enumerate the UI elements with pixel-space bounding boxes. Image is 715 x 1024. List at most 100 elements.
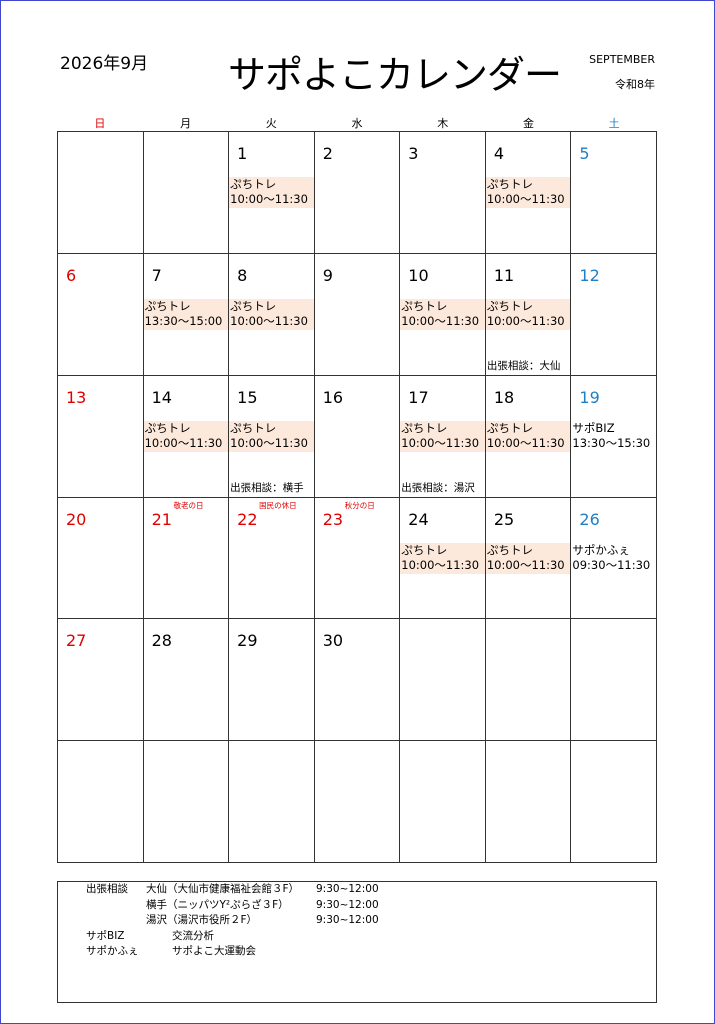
- event-name: ぷちトレ: [401, 542, 448, 557]
- legend-biz-desc: 交流分析: [172, 929, 214, 942]
- day-number: 3: [408, 144, 419, 163]
- day-number: 4: [493, 144, 505, 163]
- day-number: 5: [579, 144, 590, 163]
- trip-consultation-note: 出張相談：大仙: [486, 359, 561, 372]
- day-cell: 12: [571, 253, 657, 376]
- event-time: 10:00～11:30: [144, 435, 223, 450]
- day-number: 14: [151, 387, 172, 407]
- day-cell: 29: [229, 619, 315, 742]
- event-name: ぷちトレ: [486, 542, 533, 557]
- weekday-thu: 木: [437, 117, 449, 130]
- day-number: 27: [66, 631, 87, 651]
- day-number: 23: [322, 509, 344, 529]
- day-cell: [58, 132, 144, 254]
- day-number: 28: [151, 631, 172, 651]
- weekday-header: 日 月 火 水 木 金 土: [57, 115, 657, 130]
- event-name: サポBIZ: [572, 420, 615, 435]
- day-cell: 20: [58, 497, 144, 620]
- event-time: 10:00～11:30: [486, 313, 565, 328]
- event-name: ぷちトレ: [486, 177, 533, 191]
- event-name: ぷちトレ: [486, 420, 533, 435]
- day-number: 9: [322, 265, 333, 285]
- day-number: 16: [322, 387, 344, 407]
- event-name: ぷちトレ: [144, 420, 191, 435]
- month-english: SEPTEMBER: [589, 53, 655, 66]
- day-cell: [58, 741, 144, 863]
- day-cell: 16: [314, 375, 401, 498]
- day-cell: [485, 741, 572, 863]
- event-time: 13:30～15:30: [572, 435, 651, 450]
- event-time: 10:00～11:30: [401, 557, 480, 572]
- legend-box: 出張相談 大仙（大仙市健康福祉会館３F） 9:30~12:00 横手（ニッパツY…: [57, 881, 657, 1003]
- weekday-sun: 日: [94, 117, 106, 130]
- event-name: ぷちトレ: [230, 177, 277, 191]
- day-cell: [143, 741, 230, 863]
- event-time: 10:00～11:30: [230, 192, 308, 206]
- day-number: 13: [66, 387, 87, 407]
- day-cell: 2: [314, 132, 401, 254]
- day-number: 22: [237, 509, 258, 529]
- day-number: 29: [237, 631, 258, 651]
- day-number: 7: [151, 265, 162, 285]
- event-time: 13:30～15:00: [144, 313, 223, 328]
- legend-trip-place: 大仙（大仙市健康福祉会館３F）: [146, 883, 300, 895]
- event-time: 10:00～11:30: [230, 313, 308, 328]
- day-cell: 30: [314, 619, 401, 742]
- holiday-label: 敬老の日: [173, 500, 204, 510]
- weekday-tue: 火: [265, 117, 277, 130]
- day-number: 2: [322, 144, 333, 163]
- day-cell: 28: [143, 619, 230, 742]
- legend-trip-time: 9:30~12:00: [316, 883, 379, 895]
- day-cell: 9: [314, 253, 401, 376]
- day-cell: [400, 741, 486, 863]
- legend-cafe-label: サポかふぇ: [86, 945, 139, 957]
- weekday-mon: 月: [180, 117, 192, 130]
- legend-trip-place: 湯沢（湯沢市役所２F）: [146, 914, 258, 926]
- event-time: 10:00～11:30: [486, 557, 565, 572]
- event-name: ぷちトレ: [230, 298, 277, 313]
- day-number: 6: [66, 265, 77, 285]
- day-cell: [571, 741, 657, 863]
- day-cell: [400, 619, 486, 742]
- day-cell: [571, 619, 657, 742]
- legend-biz-label: サポBIZ: [86, 929, 125, 942]
- event-time: 10:00～11:30: [230, 435, 308, 450]
- day-number: 21: [151, 509, 172, 529]
- day-number: 17: [408, 387, 429, 407]
- page-title: サポよこカレンダー: [228, 53, 562, 97]
- day-number: 26: [579, 509, 600, 529]
- day-cell: 6: [58, 253, 144, 376]
- holiday-label: 秋分の日: [344, 500, 375, 510]
- holiday-label: 国民の休日: [259, 500, 297, 510]
- event-name: ぷちトレ: [401, 420, 448, 435]
- day-number: 12: [579, 265, 600, 285]
- day-cell: 5: [571, 132, 657, 254]
- event-name: ぷちトレ: [486, 298, 533, 313]
- day-number: 20: [66, 509, 87, 529]
- legend-trip-place: 横手（ニッパツY²ぷらざ３F）: [146, 898, 289, 911]
- legend-trip-time: 9:30~12:00: [316, 914, 379, 926]
- day-number: 10: [408, 265, 429, 285]
